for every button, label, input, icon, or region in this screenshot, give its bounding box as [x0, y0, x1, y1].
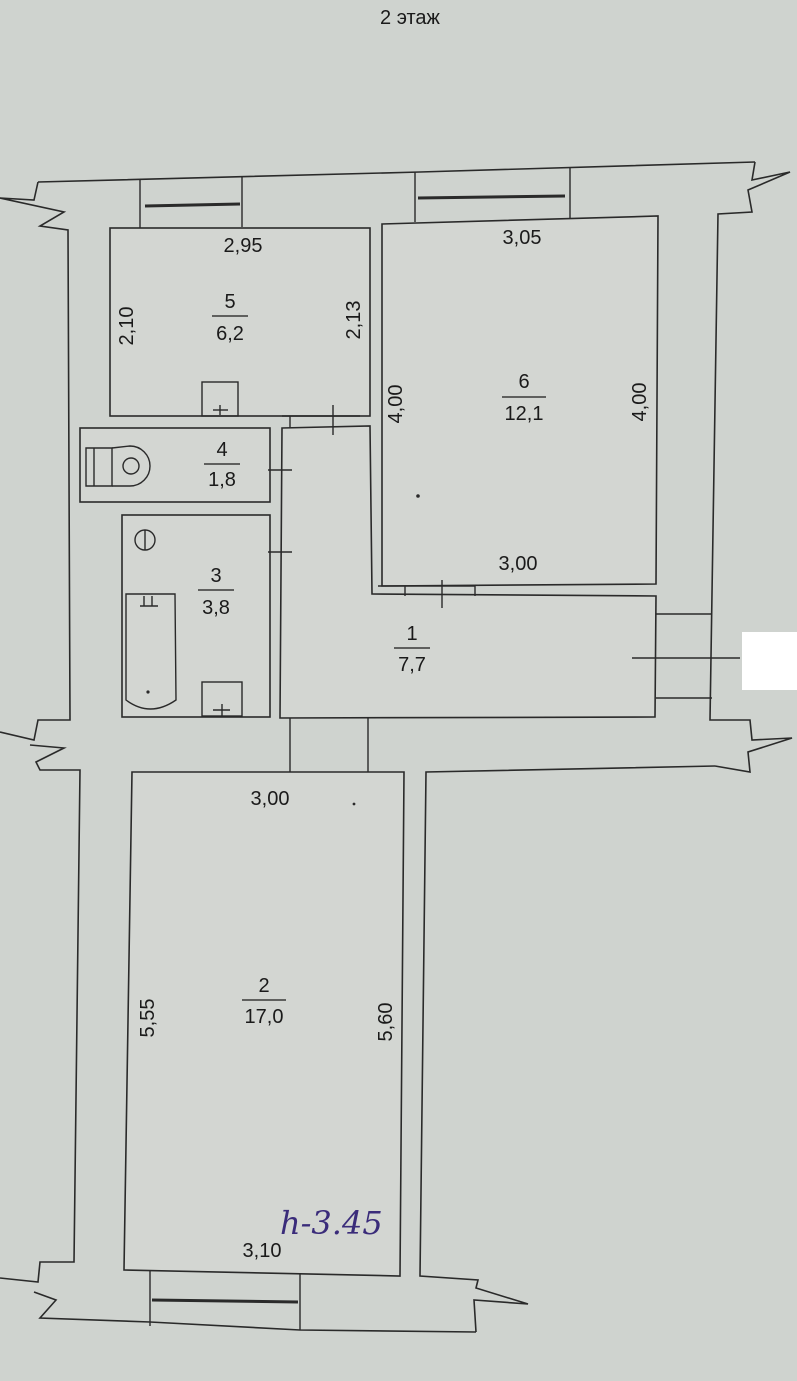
- window-room6: [417, 194, 566, 200]
- room-6: [381, 215, 659, 587]
- room-4-number: 4: [216, 439, 227, 461]
- bathtub-icon: [125, 593, 177, 710]
- dim-room5-top: 2,95: [224, 235, 263, 257]
- room-2-number: 2: [258, 975, 269, 997]
- room-6-number: 6: [518, 371, 529, 393]
- toilet-bowl-icon: [111, 445, 151, 487]
- room-3-area: 3,8: [202, 597, 230, 619]
- dimension-labels: 2,95 2,10 2,13 3,05 4,00 4,00 3,00 3,00 …: [116, 227, 651, 1262]
- window-room2: [151, 1298, 299, 1304]
- plan-marks: [146, 494, 420, 806]
- room-1-area: 7,7: [398, 654, 426, 676]
- fixtures: [85, 381, 243, 717]
- dim-room6-right: 4,00: [629, 383, 651, 422]
- dim-room2-bottom: 3,10: [243, 1240, 282, 1262]
- dim-room6-bottom: 3,00: [499, 553, 538, 575]
- toilet-drain-icon: [122, 457, 140, 475]
- floor-title: 2 этаж: [380, 7, 441, 29]
- dim-room2-top: 3,00: [251, 788, 290, 810]
- door-marks: [268, 405, 443, 608]
- dim-room2-right: 5,60: [375, 1003, 397, 1042]
- room-1-number: 1: [406, 623, 417, 645]
- room-5-number: 5: [224, 291, 235, 313]
- passages: [282, 415, 740, 772]
- dim-room5-right: 2,13: [343, 301, 365, 340]
- room-3-number: 3: [210, 565, 221, 587]
- room-labels: 5 6,2 6 12,1 4 1,8 3 3,8 1 7,7 2 17,0: [198, 291, 546, 1028]
- stove-icon: [201, 381, 239, 417]
- room-5: [109, 227, 371, 417]
- room-4-area: 1,8: [208, 469, 236, 491]
- dim-room5-left: 2,10: [116, 307, 138, 346]
- dim-room6-top: 3,05: [503, 227, 542, 249]
- room-1: [279, 425, 657, 719]
- paper-scrap: [742, 632, 797, 690]
- dim-room6-left: 4,00: [385, 385, 407, 424]
- room-3: [121, 514, 271, 718]
- outer-walls: [0, 161, 793, 1333]
- rooms: [79, 215, 659, 1277]
- window-room5: [144, 202, 241, 208]
- room-2: [123, 771, 405, 1277]
- windows: [139, 168, 571, 1330]
- ceiling-height-note: h-3.45: [280, 1204, 383, 1242]
- room-2-area: 17,0: [245, 1006, 284, 1028]
- room-5-area: 6,2: [216, 323, 244, 345]
- dim-room2-left: 5,55: [137, 999, 159, 1038]
- room-6-area: 12,1: [505, 403, 544, 425]
- room-4: [79, 427, 271, 503]
